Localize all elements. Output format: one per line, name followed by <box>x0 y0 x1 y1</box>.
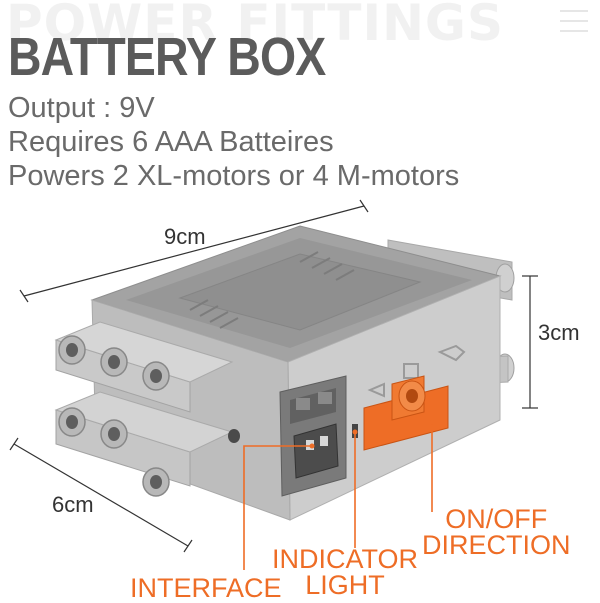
menu-icon[interactable] <box>560 10 588 32</box>
height-label: 3cm <box>538 320 580 345</box>
indicator-callout-line2: LIGHT <box>305 570 385 600</box>
spec-batteries: Requires 6 AAA Batteires <box>8 126 334 158</box>
on-off-callout: ON/OFF DIRECTION <box>422 504 571 560</box>
interface-leader <box>243 445 312 570</box>
depth-label: 6cm <box>52 492 94 517</box>
orange-switch <box>363 375 449 451</box>
width-dimension-line <box>23 205 365 297</box>
indicator-light-callout: INDICATOR LIGHT <box>272 544 419 600</box>
indicator-callout-line1: INDICATOR <box>272 544 419 574</box>
pin-hole-centers <box>66 343 162 489</box>
callout-lines <box>243 422 433 570</box>
dimension-lines <box>9 199 538 553</box>
page-title: BATTERY BOX <box>8 27 326 87</box>
direction-arrows <box>367 344 466 398</box>
interface-callout: INTERFACE <box>130 573 282 603</box>
width-label: 9cm <box>164 224 206 249</box>
switch-callout-line2: DIRECTION <box>422 530 571 560</box>
spec-output: Output : 9V <box>8 92 155 124</box>
screw-hole <box>228 429 240 443</box>
watermark-text: POWER FITTINGS <box>6 0 504 52</box>
spec-powers: Powers 2 XL-motors or 4 M-motors <box>8 160 460 192</box>
depth-dimension-line <box>13 443 189 547</box>
top-ridges <box>189 251 355 329</box>
technic-bricks-left <box>54 321 240 497</box>
switch-callout-line1: ON/OFF <box>445 504 548 534</box>
interface-port <box>279 375 347 497</box>
